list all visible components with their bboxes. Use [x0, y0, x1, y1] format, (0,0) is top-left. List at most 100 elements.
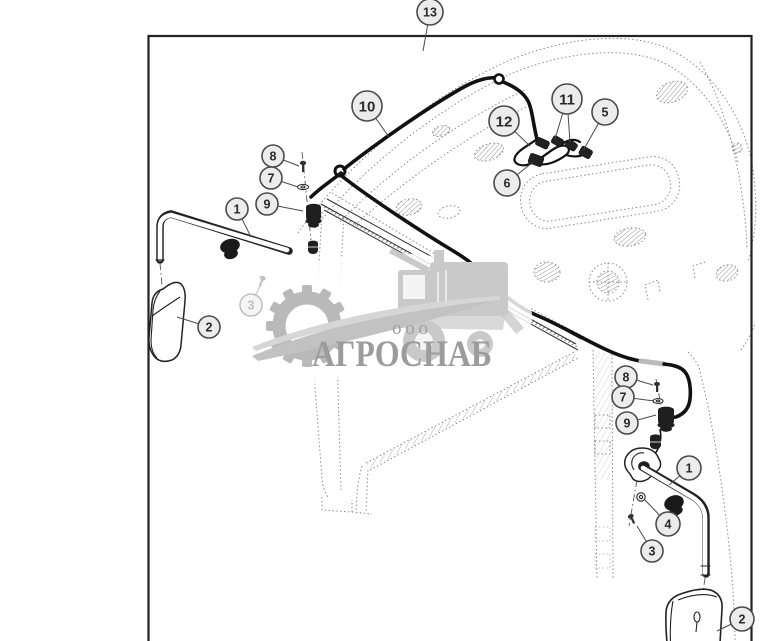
left-mirror-assembly [148, 151, 322, 363]
grommet-9-right [657, 406, 675, 432]
watermark-prefix: ооо [392, 318, 428, 339]
harness-connector-squiggle [513, 137, 590, 167]
callout-2-left: 2 [176, 315, 221, 339]
right-fasteners-top [650, 378, 675, 450]
cap-part-right [650, 434, 661, 450]
roof-hatch-opening [520, 156, 681, 229]
callout-3-left: 3 [239, 283, 263, 317]
watermark-title: АГРОСНАБ [312, 334, 492, 375]
left-fasteners [297, 151, 322, 254]
callout-label: 8 [270, 150, 277, 164]
grommet-9-left [305, 203, 322, 228]
callout-9-right: 9 [615, 411, 657, 435]
callout-balloon [551, 83, 583, 115]
cab-line-art [297, 37, 757, 641]
harness-run-up [342, 75, 499, 171]
callout-balloon [259, 166, 283, 190]
callout-10: 10 [351, 90, 390, 138]
callout-label: 13 [423, 6, 437, 20]
screw-8-left [299, 160, 307, 172]
door-edge [351, 351, 579, 515]
callout-balloon [655, 511, 681, 537]
screw-8-right [654, 381, 660, 392]
callout-label: 7 [268, 172, 275, 186]
harness-loop [333, 164, 347, 178]
callout-1-left: 1 [225, 197, 252, 238]
right-mirror-glass [665, 588, 723, 641]
callout-balloon [351, 90, 383, 122]
callout-label: 8 [623, 371, 630, 385]
callout-label: 1 [686, 462, 693, 476]
callout-label: 3 [649, 545, 656, 559]
callout-6: 6 [493, 161, 534, 197]
callout-balloon [225, 197, 249, 221]
callout-balloon [676, 455, 702, 481]
left-mirror-glass [148, 281, 186, 363]
callout-label: 7 [620, 391, 627, 405]
callout-balloon [615, 411, 639, 435]
callout-13: 13 [416, 0, 444, 52]
right-mirror-assembly [623, 378, 723, 641]
callout-label: 12 [496, 113, 513, 130]
harness-sleeve [638, 358, 667, 367]
callout-label: 4 [665, 518, 672, 532]
connector-12 [535, 137, 550, 150]
callout-12: 12 [488, 105, 531, 147]
washer-7-right [652, 398, 664, 404]
callout-label: 6 [504, 177, 511, 191]
callout-balloon [493, 169, 521, 197]
callout-balloon [488, 105, 520, 137]
callout-balloon [729, 606, 755, 632]
screw-3-right [627, 513, 636, 524]
callout-label: 11 [559, 91, 575, 108]
roof-vents [395, 80, 743, 302]
left-arm-hinge-line [159, 262, 163, 286]
connector-11a [551, 135, 564, 148]
harness-branch-to-left-grommet [309, 171, 343, 199]
callout-label: 9 [264, 198, 271, 212]
callout-8-left: 8 [261, 144, 300, 168]
cap-part-left [308, 240, 318, 254]
callout-balloon [239, 293, 263, 317]
ghost-screw-3-left [258, 275, 266, 287]
callout-label: 10 [359, 98, 376, 115]
callout-label: 2 [206, 321, 213, 335]
connector-5 [578, 145, 593, 159]
right-fasteners-bottom [627, 479, 646, 527]
callout-9-left: 9 [255, 192, 304, 216]
callout-4-right: 4 [644, 499, 681, 537]
callout-balloon [255, 192, 279, 216]
connector-11b [564, 139, 578, 152]
harness-roof-grommet [493, 73, 505, 85]
washer-7-left [297, 183, 309, 191]
harness-right-drop [662, 362, 693, 420]
callout-label: 3 [248, 299, 255, 313]
callout-label: 1 [234, 203, 241, 217]
watermark: ооо АГРОСНАБ [228, 248, 532, 386]
callout-2-right: 2 [716, 606, 755, 632]
frame-border [147, 34, 753, 641]
callout-label: 2 [739, 613, 746, 627]
washer-4-right [636, 492, 646, 502]
callout-7-right: 7 [611, 385, 655, 409]
b-pillar [592, 349, 614, 581]
harness-drop [501, 80, 539, 141]
callout-7-left: 7 [259, 166, 299, 190]
callout-balloon [640, 539, 664, 563]
callout-1-right: 1 [668, 455, 702, 486]
callout-5: 5 [583, 98, 619, 150]
callout-label: 9 [624, 417, 631, 431]
left-mirror-arm [155, 210, 293, 264]
callout-label: 5 [602, 106, 609, 120]
callout-3-right: 3 [636, 525, 664, 563]
watermark-swoosh [252, 296, 500, 361]
callout-balloon [197, 315, 221, 339]
callout-8-right: 8 [614, 365, 654, 389]
callout-11: 11 [551, 83, 583, 143]
callout-balloon [416, 0, 444, 26]
callout-balloon [591, 98, 619, 126]
harness-connectors [527, 135, 593, 167]
